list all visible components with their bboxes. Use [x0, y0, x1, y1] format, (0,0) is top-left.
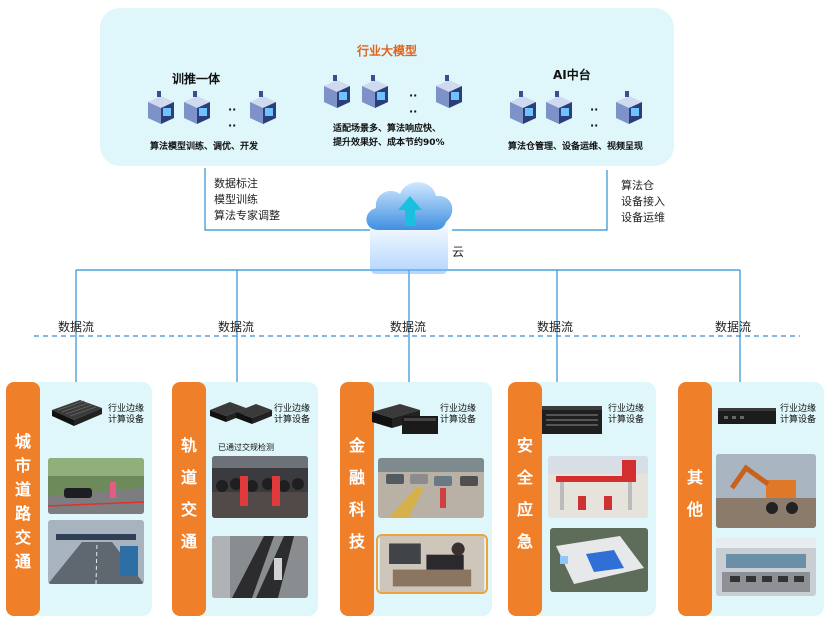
label-model-training: 模型训练: [214, 193, 258, 206]
model-caption-line2: 提升效果好、成本节约90%: [333, 138, 445, 148]
tag-char: 城: [14, 432, 31, 451]
ellipsis: ··: [590, 103, 599, 116]
ellipsis: ··: [228, 103, 237, 116]
tag-char: 道: [180, 468, 197, 487]
parking-lot-photo: [378, 458, 484, 518]
tag-char: 他: [686, 500, 703, 519]
server-icon: [184, 91, 210, 124]
tag-char: 技: [348, 532, 365, 551]
server-icon: [510, 91, 536, 124]
edge-device-icon: [542, 406, 602, 434]
edge-device-label: 行业边缘 计算设备: [274, 404, 310, 426]
data-flow-label: 数据流: [715, 320, 752, 334]
tag-char: 轨: [180, 436, 197, 455]
bank-counter-photo: [376, 534, 488, 594]
panel-title: 行业大模型: [356, 44, 417, 58]
tag-safety-emergency: 安 全 应 急: [508, 382, 542, 616]
tag-fintech: 金 融 科 技: [340, 382, 374, 616]
edge-device-icon: [210, 402, 272, 424]
edge-device-label: 行业边缘 计算设备: [108, 404, 144, 426]
edge-label-line1: 行业边缘: [274, 404, 311, 414]
tag-char: 安: [516, 436, 533, 455]
tag-char: 交: [14, 528, 31, 547]
data-flow-label: 数据流: [537, 320, 574, 334]
edge-device-label: 行业边缘 计算设备: [608, 404, 644, 426]
edge-label-line2: 计算设备: [440, 415, 477, 425]
server-icon: [436, 75, 462, 108]
training-inference-title: 训推一体: [172, 72, 221, 86]
edge-label-line2: 计算设备: [108, 415, 145, 425]
edge-device-icon: [52, 400, 102, 426]
tag-char: 路: [14, 504, 31, 523]
cloud-icon: [366, 182, 453, 230]
edge-label-line1: 行业边缘: [780, 404, 817, 414]
tag-char: 道: [14, 480, 31, 499]
data-flow-label: 数据流: [390, 320, 427, 334]
tag-char: 急: [516, 532, 533, 551]
edge-label-line2: 计算设备: [780, 415, 817, 425]
ai-platform-title: AI中台: [553, 68, 591, 82]
urban-road-photo: [48, 458, 144, 514]
ellipsis: ··: [409, 89, 418, 102]
tag-char: 其: [686, 468, 703, 487]
ellipsis: ··: [409, 105, 418, 118]
edge-label-line1: 行业边缘: [440, 404, 477, 414]
server-icon: [546, 91, 572, 124]
server-icon: [362, 75, 388, 108]
server-icon: [250, 91, 276, 124]
tag-rail-transit: 轨 道 交 通: [172, 382, 206, 616]
tag-char: 金: [348, 436, 365, 455]
ellipsis: ··: [228, 119, 237, 132]
tag-urban-traffic: 城 市 道 路 交 通: [6, 382, 40, 616]
escalator-photo: [212, 536, 308, 598]
left-process-labels: 数据标注 模型训练 算法专家调整: [214, 176, 280, 224]
edge-label-line2: 计算设备: [608, 415, 645, 425]
label-device-access: 设备接入: [621, 195, 665, 208]
server-icon: [616, 91, 642, 124]
data-flow-label: 数据流: [218, 320, 255, 334]
tag-char: 交: [180, 500, 197, 519]
label-data-annotation: 数据标注: [214, 177, 258, 190]
label-device-ops: 设备运维: [621, 211, 665, 224]
edge-label-line1: 行业边缘: [108, 404, 145, 414]
training-caption: 算法模型训练、调优、开发: [150, 142, 259, 152]
right-process-labels: 算法仓 设备接入 设备运维: [621, 178, 665, 226]
edge-device-icon: [372, 404, 438, 434]
edge-device-label: 行业边缘 计算设备: [440, 404, 476, 426]
edge-device-label: 行业边缘 计算设备: [780, 404, 816, 426]
cloud-label: 云: [452, 245, 465, 259]
photo-caption: 已通过交规检测: [218, 443, 274, 452]
ai-platform-caption: 算法仓管理、设备运维、视频呈现: [508, 142, 644, 152]
tag-char: 全: [516, 468, 533, 487]
crowd-photo: [212, 456, 308, 518]
model-caption-line1: 适配场景多、算法响应快、: [333, 124, 442, 134]
tag-char: 科: [348, 500, 365, 519]
gas-station-photo: [548, 456, 648, 518]
tag-char: 通: [14, 552, 31, 571]
tag-char: 市: [14, 456, 31, 475]
excavator-photo: [716, 454, 816, 528]
office-photo: [716, 538, 816, 596]
tag-char: 融: [348, 468, 365, 487]
edge-label-line1: 行业边缘: [608, 404, 645, 414]
sand-table-photo: [550, 528, 648, 592]
data-flow-label: 数据流: [58, 320, 95, 334]
edge-label-line2: 计算设备: [274, 415, 311, 425]
tag-char: 应: [516, 500, 533, 519]
label-algorithm-store: 算法仓: [621, 179, 654, 192]
edge-device-icon: [718, 408, 776, 424]
label-expert-tuning: 算法专家调整: [214, 209, 280, 222]
tag-others: 其 他: [678, 382, 712, 616]
highway-photo: [48, 520, 144, 584]
server-icon: [148, 91, 174, 124]
server-icon: [324, 75, 350, 108]
tag-char: 通: [180, 532, 197, 551]
ellipsis: ··: [590, 119, 599, 132]
